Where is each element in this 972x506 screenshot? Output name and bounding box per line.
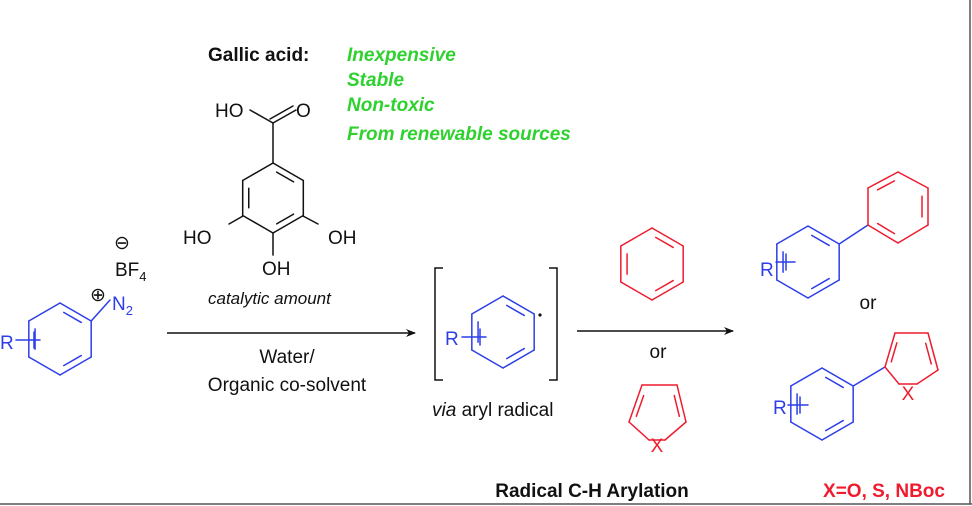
product2-x: X xyxy=(902,384,915,405)
coupling-or: or xyxy=(650,342,668,363)
product1-aryl-ring-double-bond xyxy=(810,234,830,247)
products-or: or xyxy=(860,293,878,314)
bond xyxy=(852,366,886,387)
reactant-r-group: R xyxy=(0,333,14,354)
product1-aryl-ring-bond xyxy=(807,279,840,299)
diazonium-ring-bond xyxy=(59,302,92,322)
radical-ring-bond xyxy=(502,295,535,315)
heteroarene-ring-double-bond xyxy=(673,394,681,418)
product1-phenyl-ring-bond xyxy=(897,224,929,244)
diazonium-ring-double-bond xyxy=(62,354,82,367)
benzene-ring-bond xyxy=(651,227,684,247)
radical-ring-double-bond xyxy=(505,347,525,360)
product1-aryl-ring-bond xyxy=(807,225,840,245)
diazonium-charge: ⊕ xyxy=(90,285,106,306)
heteroarene-ring-bond xyxy=(664,421,687,441)
gallic-ring-double-bond xyxy=(275,213,295,225)
product2-aryl-ring-double-bond xyxy=(824,419,844,432)
product2-aryl-ring-bond xyxy=(790,421,823,441)
intermediate-brackets xyxy=(434,267,558,381)
product2-heteroaryl-ring-bond xyxy=(927,332,939,371)
bond xyxy=(302,215,319,225)
bond xyxy=(838,224,869,245)
diazonium-n2: N2 xyxy=(112,294,133,318)
footer-title: Radical C-H Arylation xyxy=(495,481,689,502)
bond xyxy=(272,109,297,124)
diazonium-ring-double-bond xyxy=(62,311,82,324)
product2-heteroaryl-ring-bond xyxy=(916,369,939,385)
product1-phenyl-ring-bond xyxy=(867,171,899,189)
bond xyxy=(269,105,294,120)
product2-heteroaryl-ring-bond xyxy=(884,366,900,385)
product1-phenyl-ring-bond xyxy=(867,224,899,244)
radical-ring-bond xyxy=(471,349,504,369)
counterion-bf4: BF4 xyxy=(115,260,147,284)
bond xyxy=(228,215,244,225)
atom-ho-left: HO xyxy=(183,228,212,249)
product2-aryl-ring-double-bond xyxy=(824,376,844,389)
property-non-toxic: Non-toxic xyxy=(347,95,435,116)
product2-heteroaryl-ring-double-bond xyxy=(890,342,898,363)
product2-aryl-ring-bond xyxy=(790,367,823,387)
product1-phenyl-ring-double-bond xyxy=(876,180,896,191)
benzene-ring-bond xyxy=(651,281,684,301)
gallic-ring-bond xyxy=(272,162,305,182)
footer-x-definition: X=O, S, NBoc xyxy=(823,481,945,502)
gallic-ring-double-bond xyxy=(275,171,295,183)
property-stable: Stable xyxy=(347,70,404,91)
product2-aryl-ring-bond xyxy=(821,367,854,387)
product1-phenyl-ring-double-bond xyxy=(876,222,896,235)
counterion-charge: ⊖ xyxy=(114,233,130,254)
intermediate-r-group: R xyxy=(445,329,459,350)
benzene-ring-double-bond xyxy=(654,279,674,292)
product2-heteroaryl-ring-bond xyxy=(884,332,896,368)
product1-r-group: R xyxy=(760,260,774,281)
product1-aryl-ring-double-bond xyxy=(810,277,830,290)
radical-ring-bond xyxy=(471,295,504,315)
conditions-line2: Organic co-solvent xyxy=(208,375,367,396)
conditions-line1: Water/ xyxy=(259,347,315,368)
intermediate-caption: via aryl radical xyxy=(432,400,553,421)
product1-phenyl-ring-bond xyxy=(897,171,929,189)
property-renewable: From renewable sources xyxy=(347,124,571,145)
product1-aryl-ring-bond xyxy=(776,225,809,245)
heteroarene-x: X xyxy=(651,436,664,457)
product2-aryl-ring-bond xyxy=(821,421,854,441)
radical-dot xyxy=(538,313,542,317)
heteroarene-ring-bond xyxy=(628,384,643,423)
heteroarene-ring-bond xyxy=(628,421,650,441)
product2-r-group: R xyxy=(773,398,787,419)
catalyst-amount: catalytic amount xyxy=(208,289,332,308)
atom-ho-top: HO xyxy=(215,101,244,122)
heteroarene-ring-bond xyxy=(676,384,687,423)
atom-oh-right: OH xyxy=(328,228,357,249)
radical-ring-double-bond xyxy=(505,304,525,317)
property-inexpensive: Inexpensive xyxy=(347,45,456,66)
product2-heteroaryl-ring-double-bond xyxy=(924,342,933,365)
diazonium-ring-bond xyxy=(28,302,61,322)
benzene-ring-bond xyxy=(620,227,653,247)
atom-oh-bottom: OH xyxy=(262,259,291,280)
catalyst-name: Gallic acid: xyxy=(208,45,309,66)
benzene-ring-bond xyxy=(620,281,653,301)
benzene-ring-double-bond xyxy=(654,236,674,249)
heteroarene-ring-double-bond xyxy=(635,394,645,418)
bond xyxy=(249,109,274,124)
diazonium-ring-bond xyxy=(28,356,61,376)
atom-o-carbonyl: O xyxy=(296,101,311,122)
radical-ring-bond xyxy=(502,349,535,369)
product1-aryl-ring-bond xyxy=(776,279,809,299)
bond xyxy=(90,299,111,322)
diazonium-ring-bond xyxy=(59,356,92,376)
gallic-ring-bond xyxy=(272,214,305,234)
gallic-ring-bond xyxy=(241,214,274,234)
gallic-ring-bond xyxy=(241,162,274,182)
bond-layer xyxy=(15,105,939,441)
